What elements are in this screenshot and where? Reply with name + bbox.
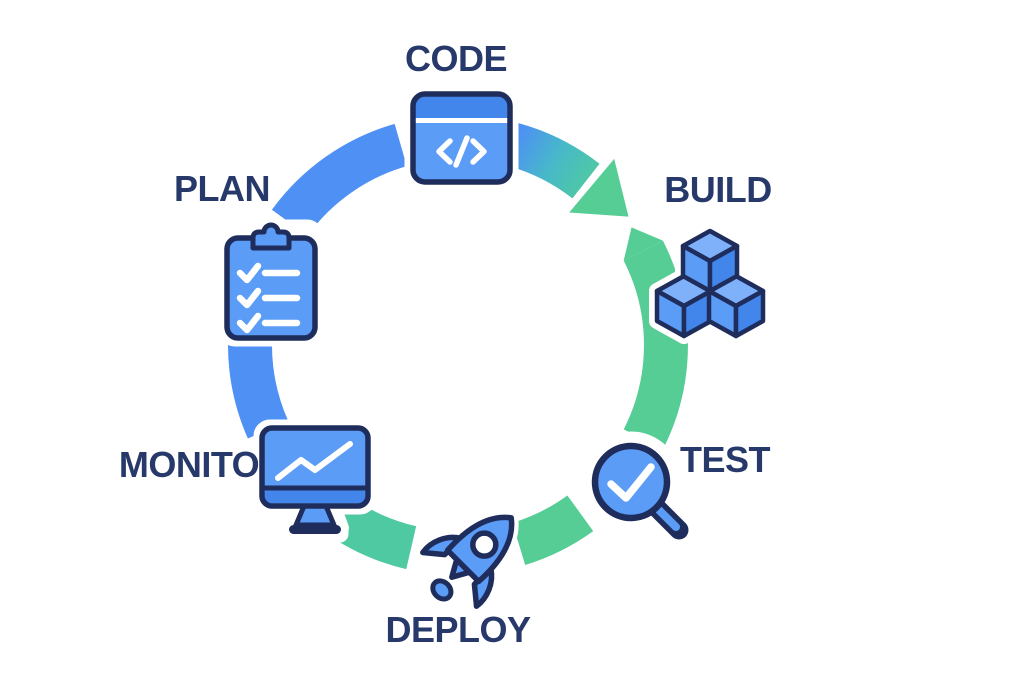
stage-label-test: TEST (679, 439, 771, 480)
rocket-fin-right (471, 565, 495, 609)
clipboard-clip (250, 222, 292, 251)
rocket-window (470, 530, 499, 559)
window-title-bar (413, 94, 510, 120)
stage-label-build: BUILD (664, 169, 772, 210)
rocket-fin-left (420, 534, 464, 558)
arc-code-to-build (505, 122, 600, 199)
build-cubes-icon (649, 223, 771, 344)
check-mark (607, 463, 655, 502)
magnifier-glass (591, 442, 671, 522)
rocket-exhaust-puff (430, 578, 454, 602)
flow-arrow-tail-notch (623, 227, 663, 261)
test-magnifier-check-icon (580, 431, 697, 548)
plan-clipboard-icon (218, 219, 324, 347)
line-chart-glyph (275, 441, 353, 481)
arc-test-to-deploy (511, 495, 594, 565)
stage-label-code: CODE (404, 38, 508, 79)
monitor-bezel (265, 488, 365, 503)
monitor-base (289, 525, 341, 534)
stage-label-deploy: DEPLOY (385, 609, 531, 650)
flow-arrowhead (569, 158, 629, 217)
checklist-rows (236, 262, 301, 334)
deploy-rocket-icon (415, 510, 519, 614)
monitor-stand (292, 503, 338, 528)
arc-plan-to-code (271, 123, 408, 237)
cube-top (680, 228, 740, 294)
code-brackets-glyph (436, 135, 487, 168)
stage-label-monito: MONITO (118, 444, 260, 485)
monitor-line-chart-icon (253, 419, 377, 543)
arc-build-to-test (623, 240, 688, 450)
stage-label-plan: PLAN (174, 168, 271, 209)
code-window-icon (404, 85, 519, 191)
